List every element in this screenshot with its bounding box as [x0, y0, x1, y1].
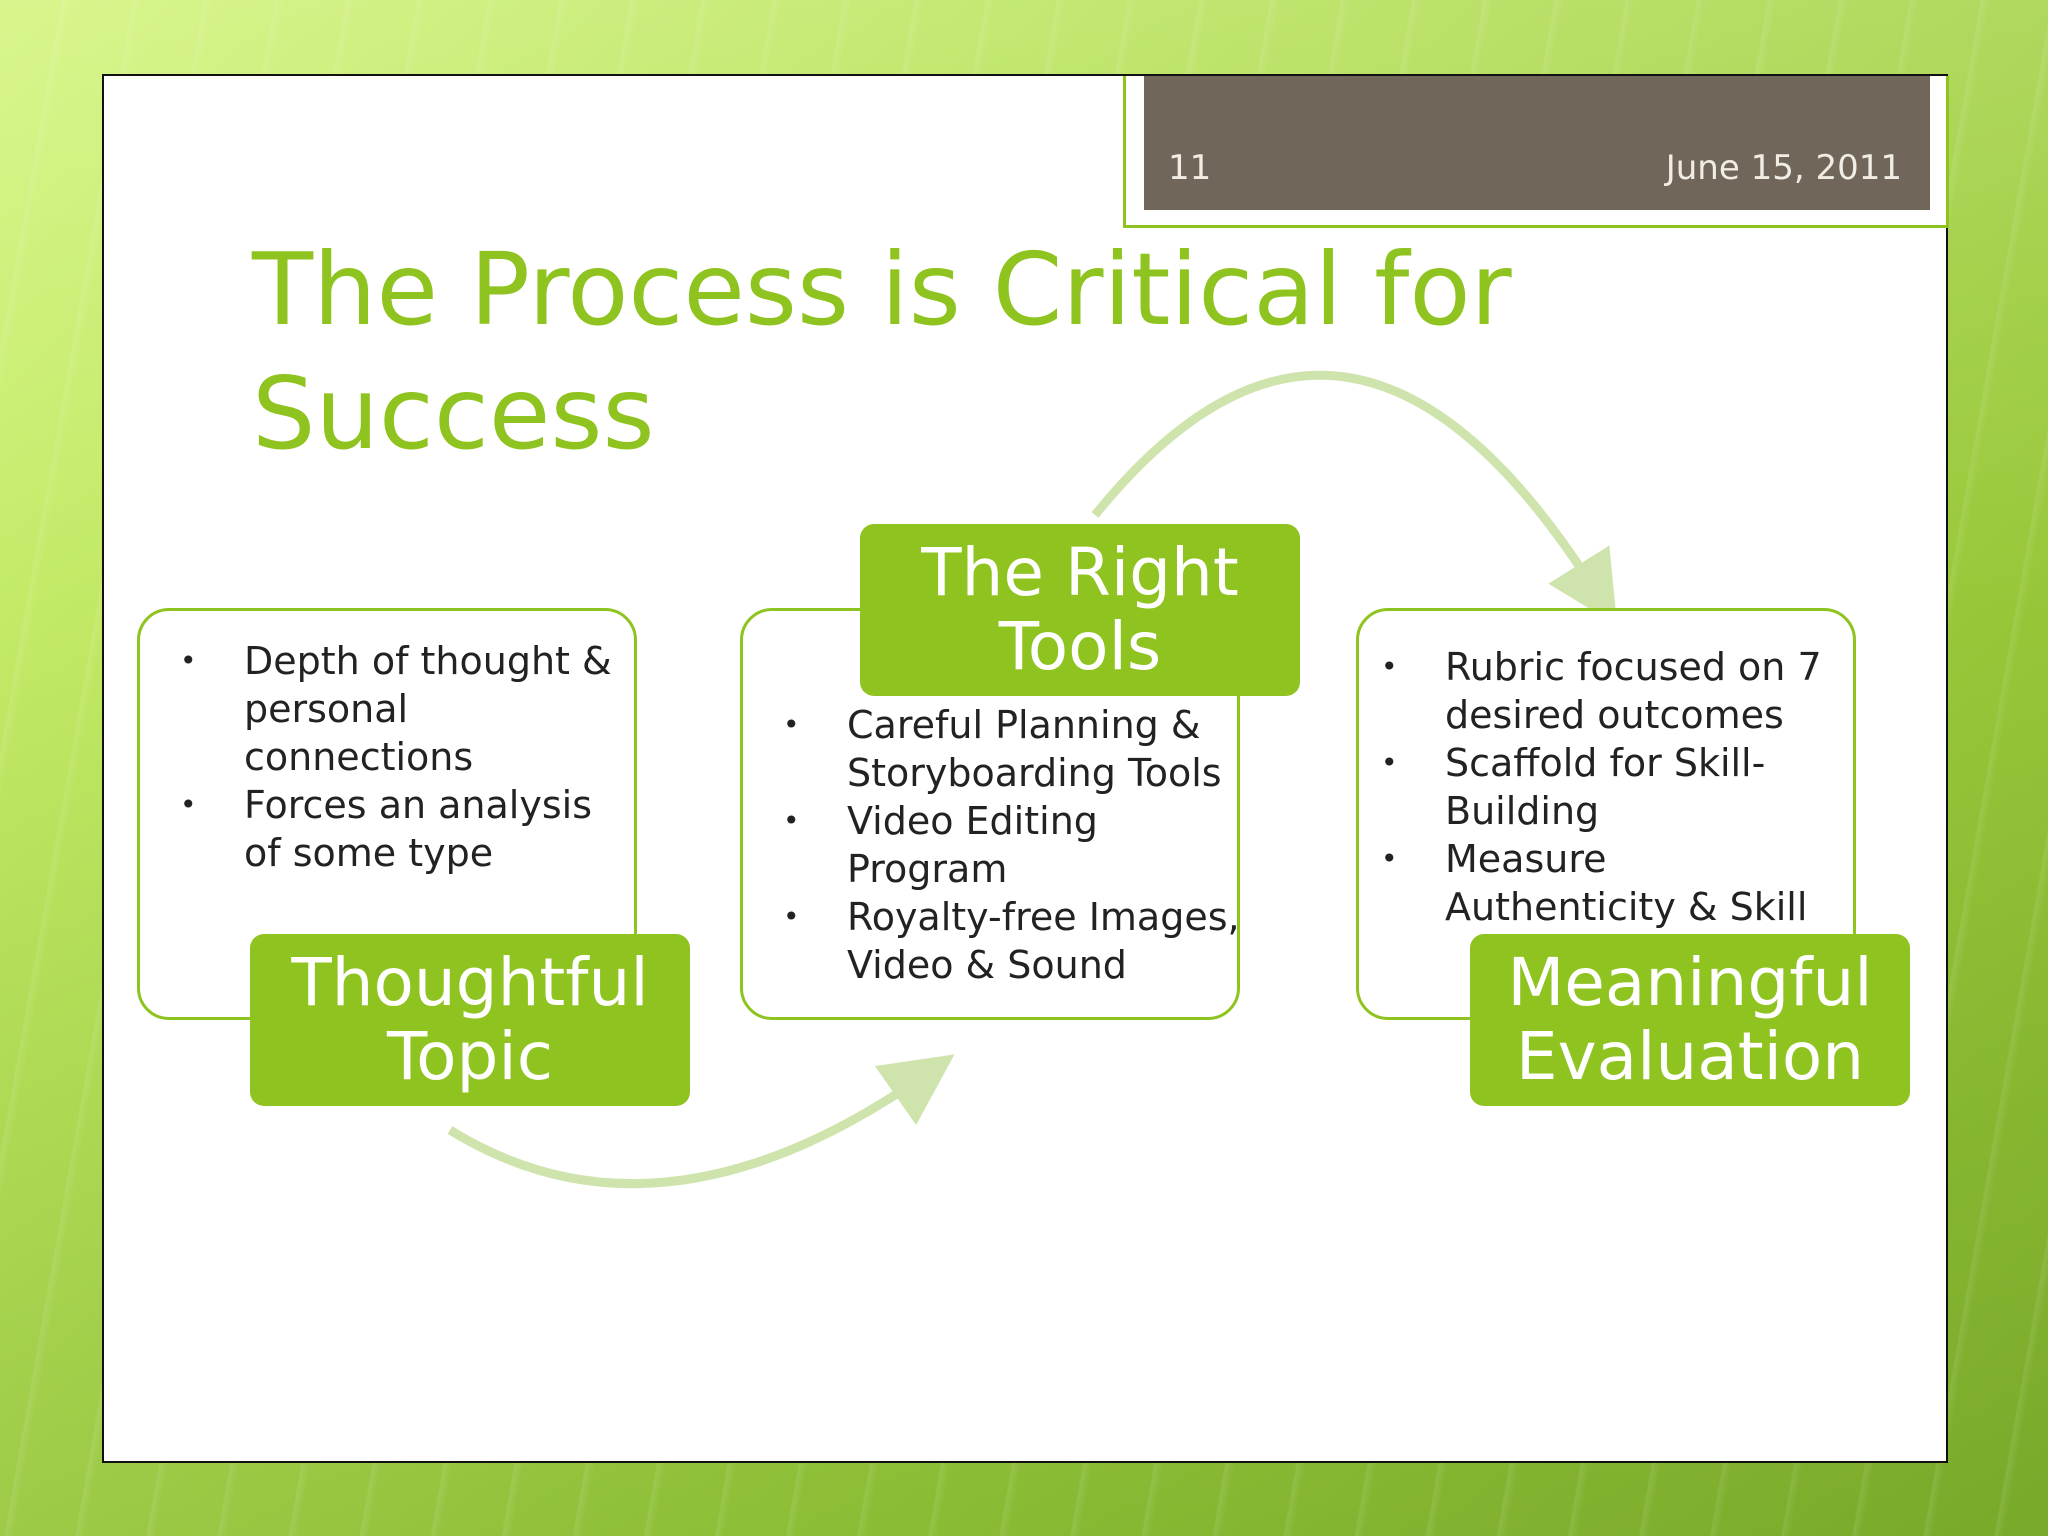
slide-title: The Process is Critical for Success: [252, 231, 1512, 472]
list-item: Royalty-free Images, Video & Sound: [781, 893, 1247, 989]
step-2-bullets: Careful Planning & Storyboarding Tools V…: [743, 611, 1240, 989]
list-item: Video Editing Program: [781, 797, 1247, 893]
header-bar: 11 June 15, 2011: [1144, 76, 1930, 210]
list-item: Forces an analysis of some type: [178, 781, 614, 877]
step-3-label: Meaningful Evaluation: [1470, 934, 1910, 1106]
step-1-bullets: Depth of thought & personal connections …: [140, 611, 634, 877]
list-item: Rubric focused on 7 desired outcomes: [1379, 643, 1845, 739]
slide-date: June 15, 2011: [1665, 148, 1902, 188]
arrow-tools-to-evaluation: [1091, 370, 1618, 626]
list-item: Careful Planning & Storyboarding Tools: [781, 701, 1247, 797]
list-item: Scaffold for Skill-Building: [1379, 739, 1845, 835]
step-3-bullets: Rubric focused on 7 desired outcomes Sca…: [1359, 611, 1853, 931]
arrow-topic-to-tools: [447, 1054, 955, 1189]
list-item: Measure Authenticity & Skill: [1379, 835, 1845, 931]
slide-number: 11: [1168, 148, 1212, 188]
step-2-label: The Right Tools: [860, 524, 1300, 696]
list-item: Depth of thought & personal connections: [178, 637, 614, 781]
step-1-label: Thoughtful Topic: [250, 934, 690, 1106]
